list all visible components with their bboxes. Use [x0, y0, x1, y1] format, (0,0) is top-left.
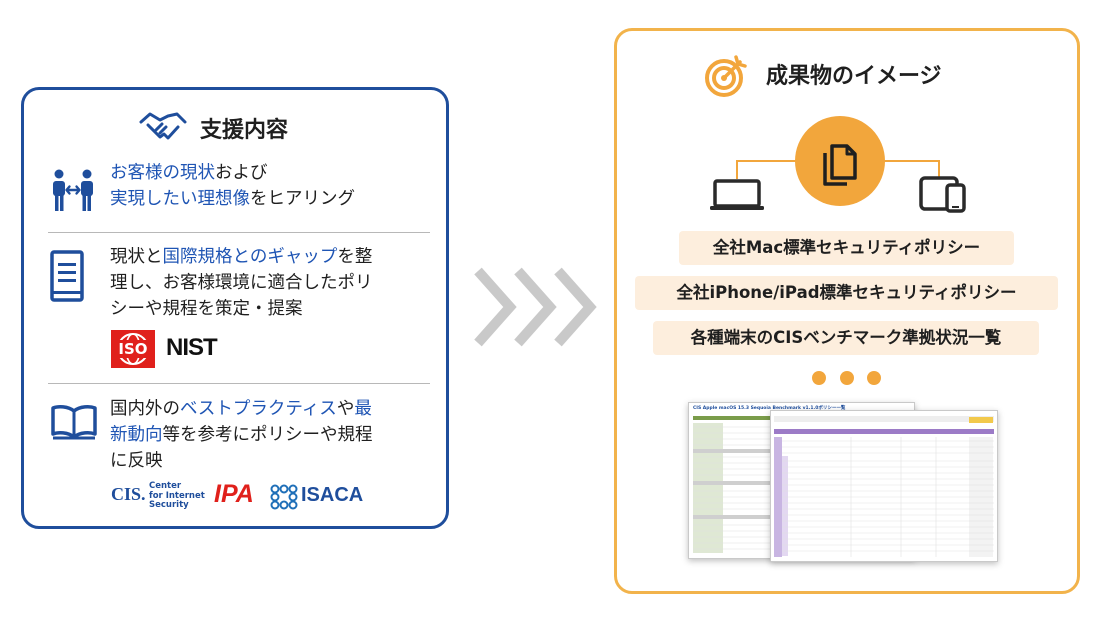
ideal-state-emphasis: 実現したい理想像 [110, 189, 250, 209]
policy-text-a: 現状と [110, 247, 163, 267]
iso-logo-text: ISO [111, 340, 155, 358]
people-exchange-icon [53, 169, 93, 211]
documents-icon [823, 144, 857, 186]
ellipsis-dot [867, 371, 881, 385]
laptop-icon [710, 179, 764, 210]
policy-text-b: を整 [337, 247, 373, 267]
gap-emphasis: 国際規格とのギャップ [162, 247, 338, 267]
sheet-title: CIS Apple macOS 15.3 Sequoia Benchmark v… [693, 406, 846, 411]
cis-benchmark-list-label: 各種端末のCISベンチマーク準拠状況一覧 [653, 321, 1039, 355]
latest-emphasis-2: 新動向 [110, 425, 163, 445]
best-practice-text-line3: に反映 [110, 451, 163, 471]
ellipsis-dot [812, 371, 826, 385]
cis-logo: CIS. Center for Internet Security [111, 480, 211, 514]
policy-text: 現状と国際規格とのギャップを整 理し、お客様環境に適合したポリ シーや規程を策定… [110, 244, 373, 322]
best-practice-text: 国内外のベストプラクティスや最 新動向等を参考にポリシーや規程 に反映 [110, 396, 373, 474]
divider [48, 383, 430, 384]
open-book-icon [51, 405, 97, 440]
device-connector-lines [736, 160, 940, 179]
tablet-phone-icon [919, 176, 966, 213]
hearing-text: お客様の現状および 実現したい理想像をヒアリング [110, 160, 355, 212]
support-title: 支援内容 [200, 118, 289, 143]
iso-logo: ISO [111, 330, 155, 368]
policy-text-line3: シーや規程を策定・提案 [110, 299, 303, 319]
support-panel [21, 87, 449, 529]
divider [48, 232, 430, 233]
best-practice-text-b: や [336, 399, 355, 419]
flow-chevrons-icon [474, 267, 597, 347]
latest-emphasis-1: 最 [354, 399, 372, 419]
document-circle [795, 116, 885, 206]
best-practice-text-a: 国内外の [110, 399, 180, 419]
cis-logo-text-3: Security [149, 500, 189, 510]
document-book-icon [50, 250, 84, 302]
ipa-logo: IPA [214, 480, 254, 508]
policy-text-line2: 理し、お客様環境に適合したポリ [110, 273, 373, 293]
best-practice-text-line2: 等を参考にポリシーや規程 [162, 425, 373, 445]
target-icon [705, 55, 747, 97]
iphone-ipad-policy-label: 全社iPhone/iPad標準セキュリティポリシー [635, 276, 1058, 310]
cis-logo-mark: CIS. [111, 484, 146, 504]
cis-logo-text-1: Center [149, 481, 182, 491]
isaca-mark-icon [270, 484, 298, 510]
policy-sheet-thumbnail [770, 410, 998, 562]
best-practice-emphasis: ベストプラクティス [180, 399, 337, 419]
handshake-icon [139, 112, 187, 140]
deliverables-title: 成果物のイメージ [766, 64, 942, 89]
current-state-emphasis: お客様の現状 [110, 163, 215, 183]
isaca-logo: ISACA [301, 484, 364, 506]
hearing-text-line2: をヒアリング [250, 189, 355, 209]
ellipsis-dot [840, 371, 854, 385]
nist-logo: NIST [166, 334, 218, 361]
hearing-text-line1: および [215, 163, 268, 183]
cis-logo-text-2: for Internet [149, 490, 205, 501]
mac-policy-label: 全社Mac標準セキュリティポリシー [679, 231, 1014, 265]
